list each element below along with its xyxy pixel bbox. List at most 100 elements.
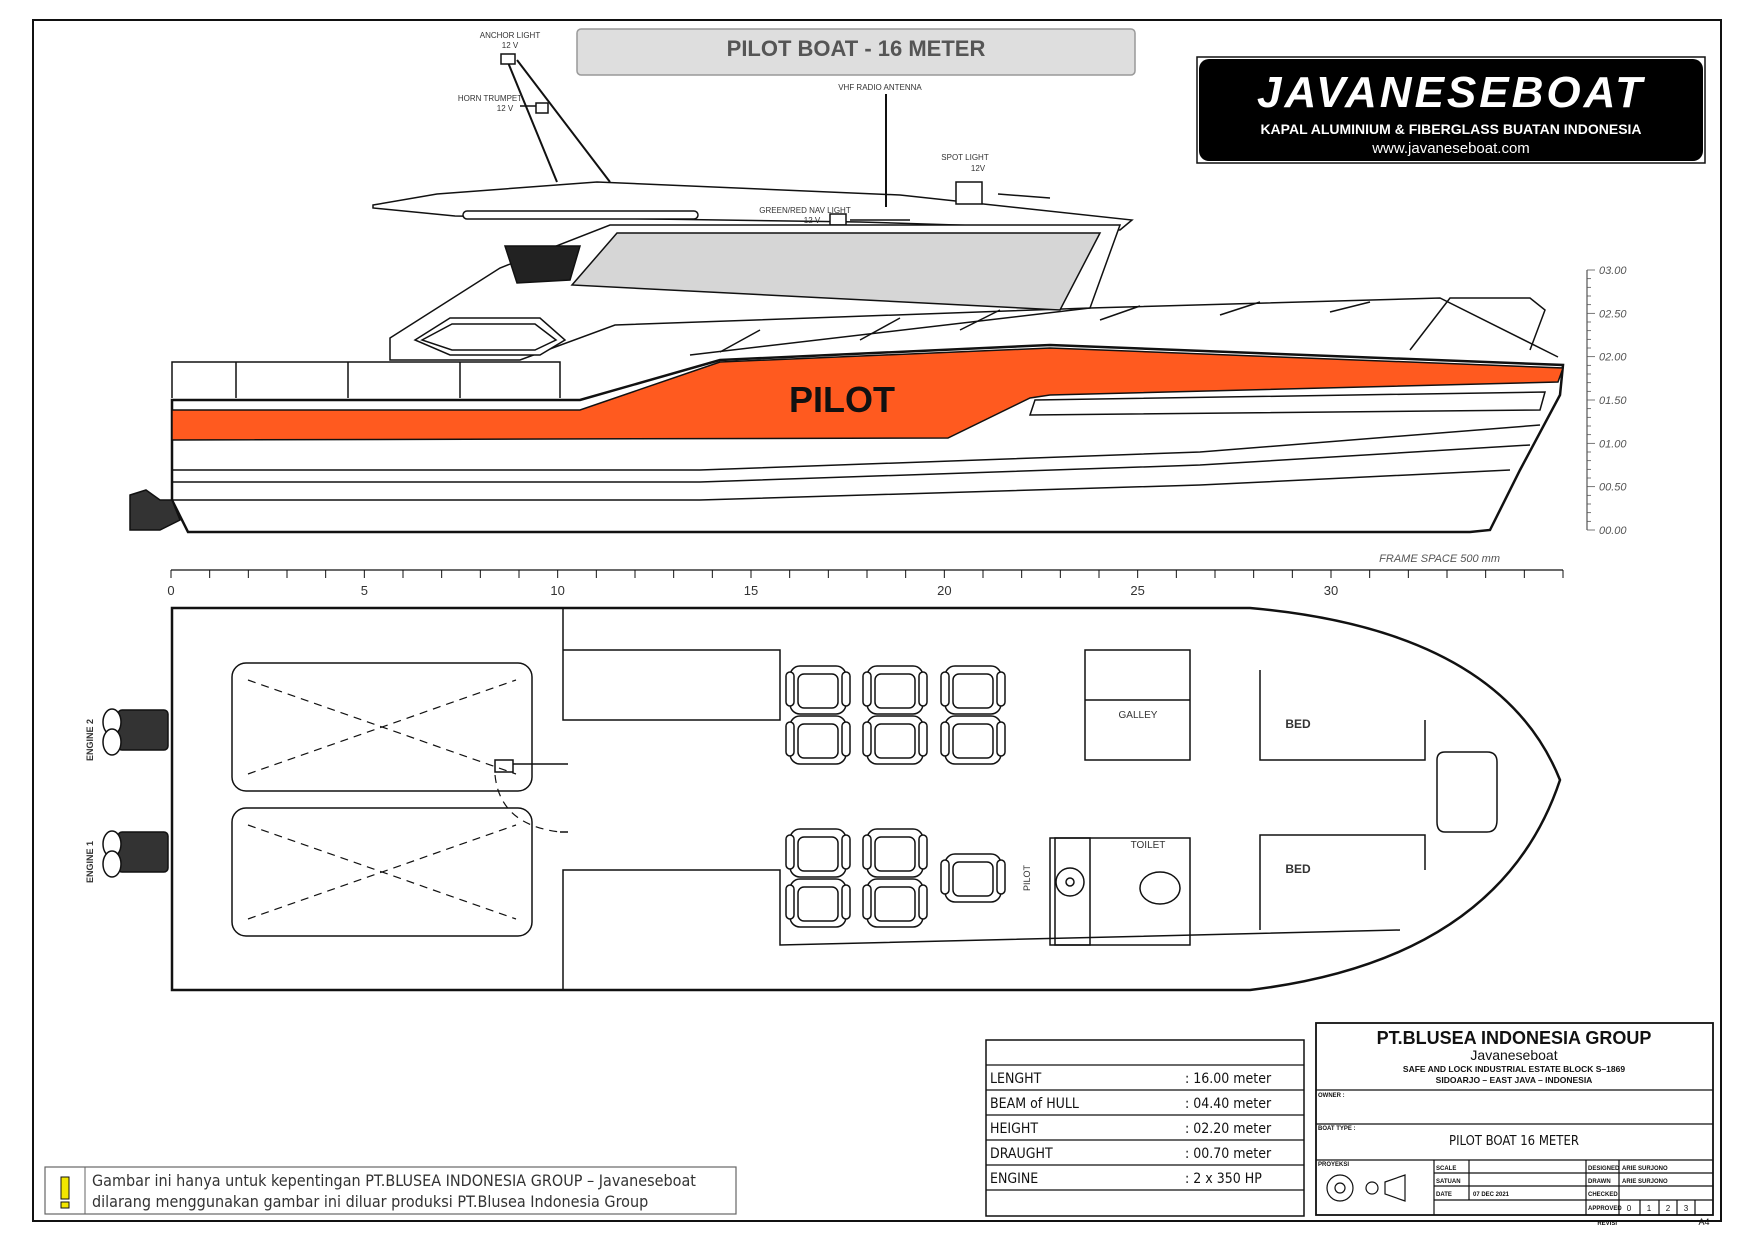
revisi-label: REVISI xyxy=(1597,1221,1617,1227)
height-scale-label: 02.50 xyxy=(1599,308,1627,320)
frame-scale-label: 20 xyxy=(937,583,951,598)
brand-name: JAVANESEBOAT xyxy=(1257,68,1645,117)
notice-line-1: Gambar ini hanya untuk kepentingan PT.BL… xyxy=(92,1171,696,1190)
height-scale-label: 00.00 xyxy=(1599,525,1627,537)
warning-icon xyxy=(60,1176,70,1200)
notice-line-2: dilarang menggunakan gambar ini diluar p… xyxy=(92,1192,648,1211)
company-address-1: SAFE AND LOCK INDUSTRIAL ESTATE BLOCK S–… xyxy=(1403,1064,1625,1074)
side-view-callouts: ANCHOR LIGHT 12 V HORN TRUMPET 12 V VHF … xyxy=(458,31,989,225)
company-name: PT.BLUSEA INDONESIA GROUP xyxy=(1377,1028,1652,1048)
spec-label: DRAUGHT xyxy=(990,1146,1053,1162)
engine-bay-1 xyxy=(231,807,533,937)
spec-value: : 02.20 meter xyxy=(1185,1121,1272,1137)
engine-2-label: ENGINE 2 xyxy=(85,719,95,761)
spec-label: ENGINE xyxy=(990,1171,1038,1187)
revision-number: 1 xyxy=(1647,1204,1652,1213)
seat-icon xyxy=(940,715,1006,765)
projection-symbol-icon xyxy=(1326,1174,1354,1202)
wheelhouse-side-window xyxy=(503,245,582,284)
outboard-engines-side xyxy=(129,489,181,531)
spec-label: HEIGHT xyxy=(990,1121,1038,1137)
seat-icon xyxy=(785,878,851,928)
seat-icon xyxy=(862,828,928,878)
approved-label: APPROVED xyxy=(1588,1206,1622,1212)
copyright-notice: Gambar ini hanya untuk kepentingan PT.BL… xyxy=(44,1166,737,1215)
galley-label: GALLEY xyxy=(1119,710,1158,721)
drawing-title: PILOT BOAT - 16 METER xyxy=(727,36,986,61)
height-scale-label: 01.00 xyxy=(1599,438,1627,450)
nav-light-voltage: 12 V xyxy=(804,216,821,225)
bed-1-label: BED xyxy=(1285,717,1311,731)
title-block-text: PT.BLUSEA INDONESIA GROUP Javaneseboat S… xyxy=(1318,1028,1710,1227)
brand-url: www.javaneseboat.com xyxy=(1371,140,1530,157)
proyeksi-label: PROYEKSI xyxy=(1318,1162,1349,1168)
horn-trumpet-icon xyxy=(535,102,549,114)
title-banner: PILOT BOAT - 16 METER xyxy=(576,28,1136,76)
revision-cells: 0 1 2 3 xyxy=(1627,1204,1689,1213)
revision-number: 2 xyxy=(1666,1204,1671,1213)
spec-value: : 16.00 meter xyxy=(1185,1071,1272,1087)
horn-voltage: 12 V xyxy=(497,104,514,113)
side-elevation-view: PILOT xyxy=(129,53,1565,534)
seat-icon xyxy=(940,665,1006,715)
passenger-seats xyxy=(785,665,1006,928)
scale-label: SCALE xyxy=(1436,1166,1456,1172)
frame-scale-label: 30 xyxy=(1324,583,1338,598)
toilet-room xyxy=(1054,837,1191,946)
steering-wheel-icon xyxy=(1055,867,1085,897)
nav-light-icon xyxy=(829,213,847,226)
height-scale-label: 00.50 xyxy=(1599,482,1627,494)
frame-scale-label: 5 xyxy=(361,583,368,598)
anchor-light-label: ANCHOR LIGHT xyxy=(480,31,541,40)
hull-name: PILOT xyxy=(789,379,895,420)
cabin-roof xyxy=(372,181,1134,231)
plan-view xyxy=(102,606,1562,992)
sheet-border xyxy=(32,19,1722,1222)
frame-scale-label: 15 xyxy=(744,583,758,598)
nav-light-label: GREEN/RED NAV LIGHT xyxy=(759,206,851,215)
owner-label: OWNER : xyxy=(1318,1093,1345,1099)
brand-logo: JAVANESEBOAT KAPAL ALUMINIUM & FIBERGLAS… xyxy=(1196,56,1706,164)
revision-number: 0 xyxy=(1627,1204,1632,1213)
title-block xyxy=(1315,1022,1714,1216)
boat-type-value: PILOT BOAT 16 METER xyxy=(1449,1134,1579,1149)
paper-size: A4 xyxy=(1698,1217,1709,1227)
checked-label: CHECKED xyxy=(1588,1192,1618,1198)
door-hatch xyxy=(494,759,514,773)
seat-icon xyxy=(785,828,851,878)
spot-voltage: 12V xyxy=(971,164,986,173)
engine-bay-2 xyxy=(231,662,533,792)
boat-type-label: BOAT TYPE : xyxy=(1318,1126,1356,1132)
spec-label: BEAM of HULL xyxy=(990,1096,1079,1112)
spec-value: : 00.70 meter xyxy=(1185,1146,1272,1162)
seat-icon xyxy=(785,665,851,715)
bed-2-label: BED xyxy=(1285,862,1311,876)
brand-tagline: KAPAL ALUMINIUM & FIBERGLASS BUATAN INDO… xyxy=(1260,121,1641,137)
roof-handrail xyxy=(462,210,699,220)
wheelhouse-windows xyxy=(570,232,1102,311)
spec-label: LENGHT xyxy=(990,1071,1042,1087)
hull-orange-stripe xyxy=(171,347,1565,441)
bow-hatch xyxy=(1436,751,1498,833)
satuan-label: SATUAN xyxy=(1436,1179,1461,1185)
deck-outline xyxy=(170,606,1562,992)
frame-scale-label: 25 xyxy=(1130,583,1144,598)
anchor-light-icon xyxy=(500,53,516,65)
seat-icon xyxy=(785,715,851,765)
revision-number: 3 xyxy=(1684,1204,1689,1213)
date-value: 07 DEC 2021 xyxy=(1473,1192,1510,1198)
toilet-label: TOILET xyxy=(1131,840,1166,851)
frame-scale-label: 0 xyxy=(167,583,174,598)
date-label: DATE xyxy=(1436,1192,1452,1198)
spec-value: : 04.40 meter xyxy=(1185,1096,1272,1112)
designed-label: DESIGNED xyxy=(1588,1166,1620,1172)
vhf-label: VHF RADIO ANTENNA xyxy=(838,83,922,92)
spot-label: SPOT LIGHT xyxy=(941,153,989,162)
roof-hatch xyxy=(413,317,567,356)
height-scale-label: 03.00 xyxy=(1599,265,1627,277)
height-scale-label: 01.50 xyxy=(1599,395,1627,407)
